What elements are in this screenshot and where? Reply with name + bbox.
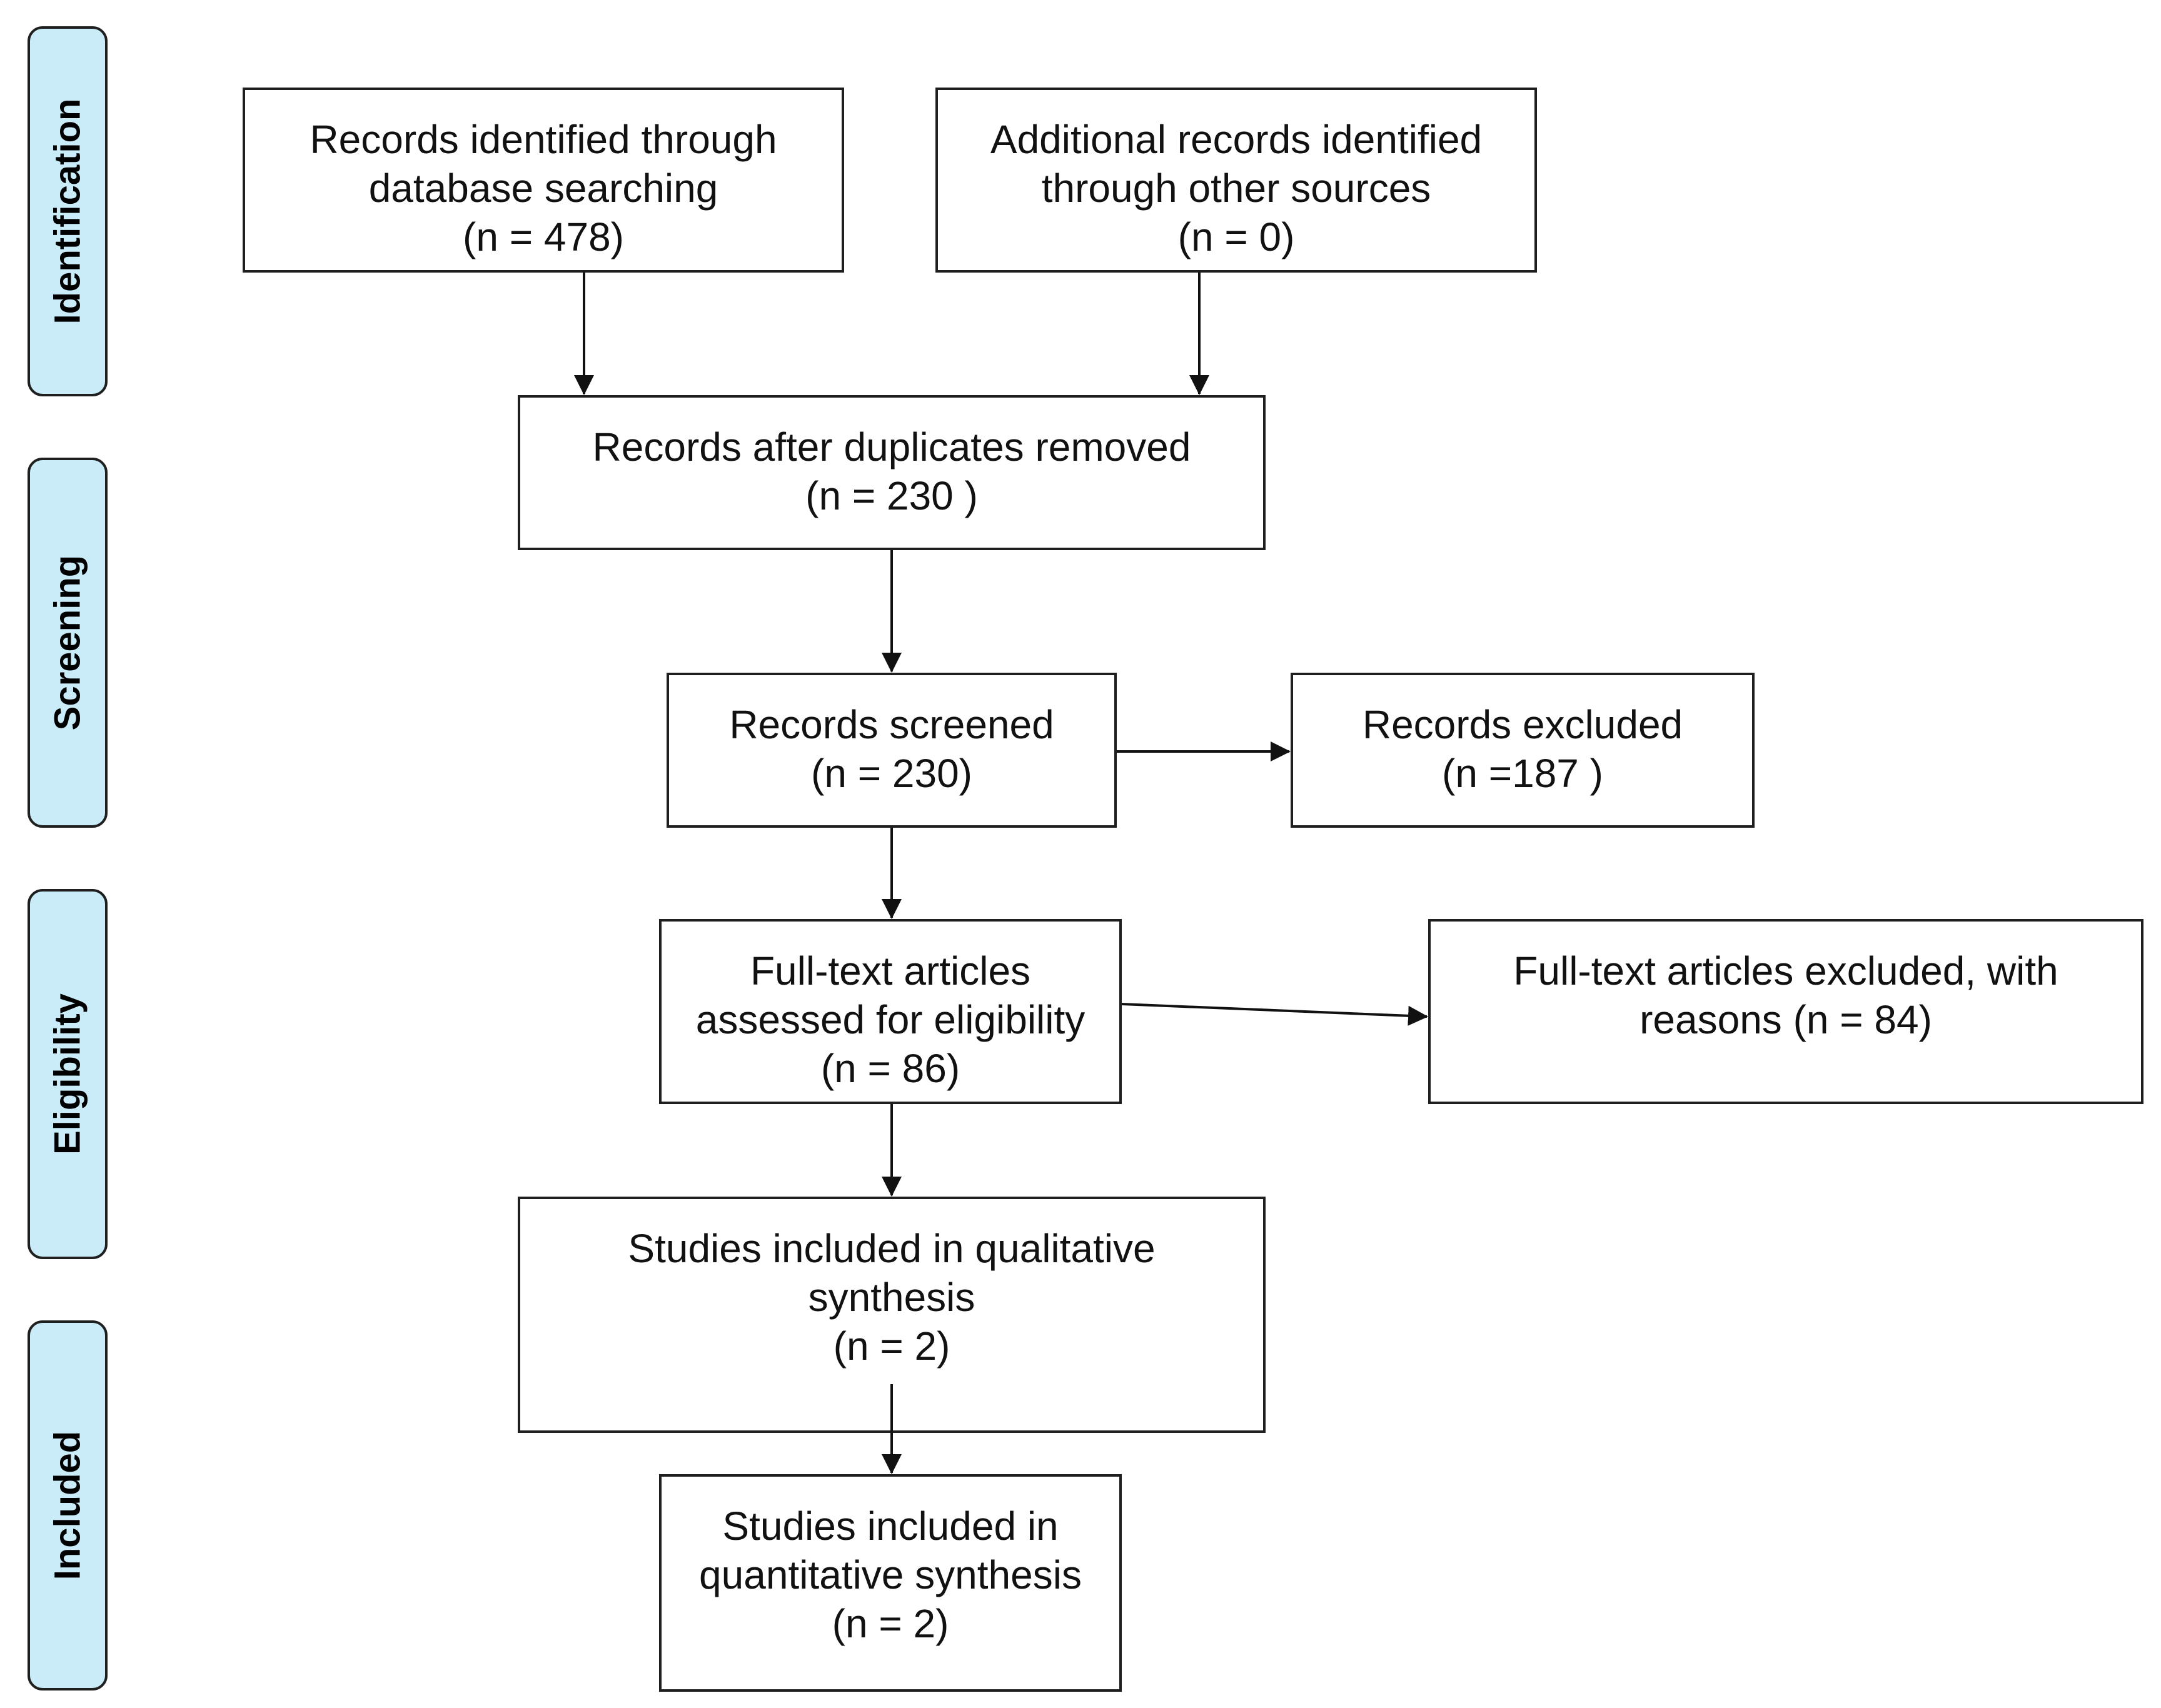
phase-identification: Identification: [28, 26, 108, 396]
box-database-search-line-1: Records identified through: [310, 117, 777, 162]
box-duplicates-removed-count: (n = 230 ): [805, 473, 978, 518]
box-database-search: Records identified through database sear…: [243, 88, 844, 273]
box-quantitative-synthesis-line-2: quantitative synthesis: [699, 1552, 1082, 1597]
phase-included: Included: [28, 1320, 108, 1690]
box-other-sources: Additional records identified through ot…: [935, 88, 1537, 273]
box-quantitative-synthesis-count: (n = 2): [832, 1601, 949, 1646]
box-quantitative-synthesis: Studies included in quantitative synthes…: [659, 1474, 1122, 1692]
box-quantitative-synthesis-line-1: Studies included in: [722, 1504, 1059, 1549]
box-qualitative-synthesis-line-1: Studies included in qualitative: [628, 1226, 1156, 1271]
box-database-search-line-2: database searching: [368, 166, 718, 211]
arrow-fulltext-to-excluded: [1121, 1003, 1428, 1026]
box-qualitative-synthesis-line-2: synthesis: [808, 1275, 975, 1320]
box-records-excluded-line-1: Records excluded: [1362, 702, 1683, 747]
box-database-search-count: (n = 478): [463, 214, 624, 259]
box-records-screened-line-1: Records screened: [729, 702, 1054, 747]
box-fulltext-assessed: Full-text articles assessed for eligibil…: [659, 919, 1122, 1104]
phase-screening: Screening: [28, 458, 108, 828]
box-fulltext-assessed-line-1: Full-text articles: [750, 948, 1031, 993]
box-other-sources-line-1: Additional records identified: [990, 117, 1483, 162]
box-fulltext-excluded-line-2: reasons (n = 84): [1640, 997, 1932, 1042]
box-records-excluded: Records excluded (n =187 ): [1291, 673, 1755, 828]
phase-eligibility: Eligibility: [28, 889, 108, 1259]
box-fulltext-excluded-line-1: Full-text articles excluded, with: [1513, 948, 2058, 993]
box-other-sources-count: (n = 0): [1177, 214, 1295, 259]
box-fulltext-assessed-line-2: assessed for eligibility: [695, 997, 1086, 1042]
box-qualitative-synthesis-count: (n = 2): [833, 1324, 950, 1369]
box-fulltext-assessed-count: (n = 86): [820, 1046, 960, 1091]
box-duplicates-removed: Records after duplicates removed (n = 23…: [518, 395, 1266, 550]
box-records-excluded-count: (n =187 ): [1442, 751, 1603, 796]
box-records-screened: Records screened (n = 230): [667, 673, 1117, 828]
box-duplicates-removed-line-1: Records after duplicates removed: [592, 424, 1191, 470]
box-records-screened-count: (n = 230): [811, 751, 972, 796]
box-fulltext-excluded: Full-text articles excluded, with reason…: [1428, 919, 2143, 1104]
box-other-sources-line-2: through other sources: [1041, 166, 1431, 211]
